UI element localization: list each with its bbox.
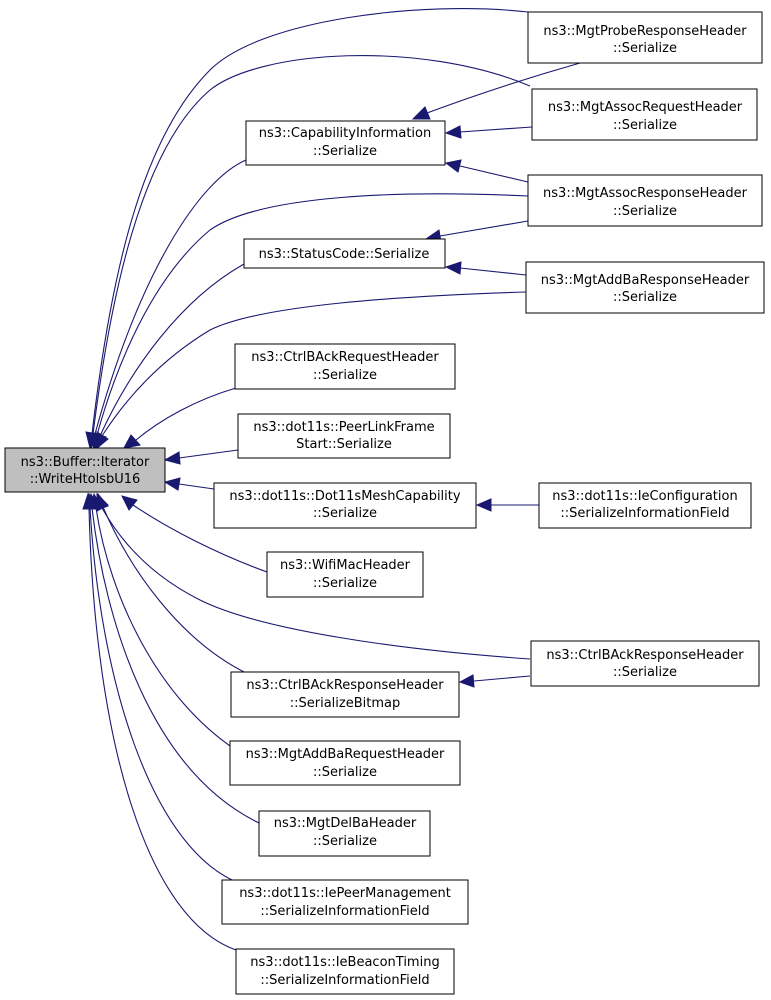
- edge-mgt-assoc-request-to-capability-info: [444, 125, 533, 139]
- node-mgt-assoc-response-serialize[interactable]: ns3::MgtAssocResponseHeader ::Serialize: [527, 174, 763, 227]
- node-label-line1: ns3::dot11s::Dot11sMeshCapability: [229, 489, 460, 504]
- node-label-line1: ns3::CtrlBAckRequestHeader: [251, 350, 439, 365]
- edge-ie-beacon-timing-to-root: [82, 492, 237, 951]
- node-label-line2: ::SerializeInformationField: [560, 506, 729, 521]
- node-mgt-addba-request-serialize[interactable]: ns3::MgtAddBaRequestHeader ::Serialize: [229, 740, 461, 786]
- node-label-line1: ns3::dot11s::IeConfiguration: [552, 489, 737, 504]
- edge-mgt-probe-response-to-capability-info: [411, 62, 581, 120]
- node-ie-peer-management-serialize[interactable]: ns3::dot11s::IePeerManagement ::Serializ…: [221, 879, 469, 925]
- node-label-line2: ::Serialize: [313, 506, 377, 521]
- node-label-line2: ::Serialize: [613, 118, 677, 133]
- node-label-line1: ns3::MgtProbeResponseHeader: [543, 24, 747, 39]
- edge-ctrl-back-response-serialize-to-bitmap: [458, 674, 531, 688]
- node-mgt-assoc-request-serialize[interactable]: ns3::MgtAssocRequestHeader ::Serialize: [531, 88, 758, 141]
- node-label-line2: ::Serialize: [313, 368, 377, 383]
- edge-mesh-capability-to-root: [163, 477, 215, 491]
- node-dot11s-mesh-capability-serialize[interactable]: ns3::dot11s::Dot11sMeshCapability ::Seri…: [213, 482, 477, 529]
- node-ctrl-back-response-serialize-bitmap[interactable]: ns3::CtrlBAckResponseHeader ::SerializeB…: [230, 671, 460, 718]
- node-label-line1: ns3::WifiMacHeader: [280, 558, 411, 573]
- node-label-line1: ns3::CapabilityInformation: [259, 126, 431, 141]
- node-label-line1: ns3::MgtAssocRequestHeader: [548, 100, 743, 115]
- node-ie-beacon-timing-serialize[interactable]: ns3::dot11s::IeBeaconTiming ::SerializeI…: [235, 948, 455, 995]
- node-peer-link-frame-start-serialize[interactable]: ns3::dot11s::PeerLinkFrame Start::Serial…: [237, 413, 451, 459]
- node-ctrl-back-response-serialize[interactable]: ns3::CtrlBAckResponseHeader ::Serialize: [530, 640, 760, 687]
- edge-mgt-assoc-response-to-capability-info: [444, 159, 529, 183]
- root-node-line1: ns3::Buffer::Iterator: [21, 455, 150, 470]
- node-label-line2: ::Serialize: [613, 204, 677, 219]
- edge-peer-link-frame-to-root: [163, 449, 239, 465]
- node-label-line1: ns3::MgtAddBaRequestHeader: [246, 747, 445, 762]
- node-label-line2: ::Serialize: [613, 41, 677, 56]
- node-label-line2: ::Serialize: [313, 765, 377, 780]
- node-ie-configuration-serialize[interactable]: ns3::dot11s::IeConfiguration ::Serialize…: [538, 482, 752, 529]
- node-mgt-addba-response-serialize[interactable]: ns3::MgtAddBaResponseHeader ::Serialize: [525, 261, 765, 314]
- node-ctrl-back-request-serialize[interactable]: ns3::CtrlBAckRequestHeader ::Serialize: [234, 343, 456, 390]
- node-wifi-mac-header-serialize[interactable]: ns3::WifiMacHeader ::Serialize: [266, 551, 424, 598]
- node-mgt-probe-response-serialize[interactable]: ns3::MgtProbeResponseHeader ::Serialize: [527, 11, 763, 64]
- node-label-line2: ::Serialize: [313, 144, 377, 159]
- node-label-line2: ::Serialize: [613, 290, 677, 305]
- node-label-line2: ::SerializeInformationField: [260, 973, 429, 988]
- node-mgt-delba-serialize[interactable]: ns3::MgtDelBaHeader ::Serialize: [258, 810, 431, 857]
- node-label-line1: ns3::dot11s::IeBeaconTiming: [250, 955, 439, 970]
- node-label-line1: ns3::StatusCode::Serialize: [259, 247, 430, 262]
- edge-ctrl-back-request-to-root: [123, 387, 237, 449]
- node-capability-information-serialize[interactable]: ns3::CapabilityInformation ::Serialize: [245, 120, 446, 166]
- node-label-line2: ::Serialize: [313, 834, 377, 849]
- node-label-line2: ::Serialize: [613, 665, 677, 680]
- edge-ctrl-back-response-serialize-to-root: [96, 492, 531, 660]
- node-label-line2: ::Serialize: [313, 576, 377, 591]
- node-label-line2: ::SerializeInformationField: [260, 904, 429, 919]
- node-label-line1: ns3::dot11s::PeerLinkFrame: [253, 420, 434, 435]
- node-status-code-serialize[interactable]: ns3::StatusCode::Serialize: [243, 238, 446, 269]
- node-label-line1: ns3::MgtAddBaResponseHeader: [541, 273, 750, 288]
- node-label-line2: ::SerializeBitmap: [290, 696, 401, 711]
- root-node-line2: ::WriteHtolsbU16: [30, 472, 141, 487]
- edge-ie-configuration-to-mesh-capability: [475, 498, 539, 512]
- edge-mgt-addba-response-to-root: [95, 291, 527, 451]
- node-label-line1: ns3::MgtAssocResponseHeader: [543, 186, 748, 201]
- node-label-line1: ns3::MgtDelBaHeader: [274, 816, 417, 831]
- node-label-line1: ns3::CtrlBAckResponseHeader: [246, 678, 444, 693]
- root-node-box: [4, 447, 166, 493]
- node-label-line1: ns3::dot11s::IePeerManagement: [239, 886, 451, 901]
- node-label-line2: Start::Serialize: [296, 437, 392, 452]
- edge-ie-peer-management-to-root: [83, 492, 233, 881]
- edge-mgt-addba-request-to-root: [89, 492, 237, 751]
- edge-wifi-mac-header-to-root: [121, 495, 268, 573]
- root-node[interactable]: ns3::Buffer::Iterator ::WriteHtolsbU16: [4, 447, 166, 493]
- node-label-line1: ns3::CtrlBAckResponseHeader: [546, 648, 744, 663]
- edge-mgt-addba-response-to-status-code: [444, 261, 527, 276]
